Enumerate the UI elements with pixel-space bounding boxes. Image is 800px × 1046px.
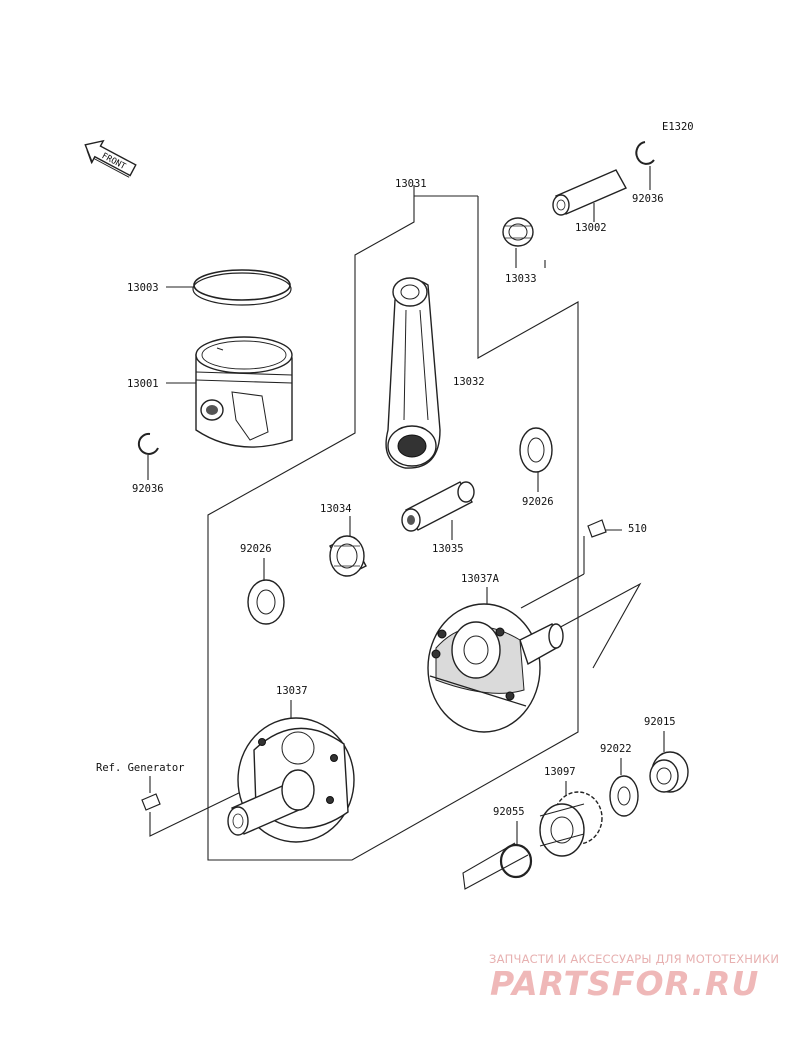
crank-half-right <box>427 603 564 733</box>
piston <box>195 336 293 448</box>
big-end-bearing <box>329 535 367 577</box>
label-13034: 13034 <box>320 503 352 515</box>
washer <box>609 775 639 817</box>
circlip-left <box>137 432 159 455</box>
watermark-tagline: ЗАПЧАСТИ И АКСЕССУАРЫ ДЛЯ МОТОТЕХНИКИ <box>489 952 779 966</box>
label-92026-left: 92026 <box>240 543 272 555</box>
connecting-rod <box>385 277 441 469</box>
diagram-code: E1320 <box>662 121 694 133</box>
circlip-right <box>635 141 655 165</box>
label-13031: 13031 <box>395 178 427 190</box>
label-13003: 13003 <box>127 282 159 294</box>
thrust-washer-left <box>247 579 285 625</box>
label-13033: 13033 <box>505 273 537 285</box>
label-13032: 13032 <box>453 376 485 388</box>
woodruff-key <box>587 519 607 538</box>
label-13001: 13001 <box>127 378 159 390</box>
label-92022: 92022 <box>600 743 632 755</box>
generator-key <box>141 793 161 811</box>
label-92055: 92055 <box>493 806 525 818</box>
label-13002: 13002 <box>575 222 607 234</box>
label-92026-right: 92026 <box>522 496 554 508</box>
label-13035: 13035 <box>432 543 464 555</box>
front-arrow-icon: FRONT <box>84 139 137 178</box>
label-13037: 13037 <box>276 685 308 697</box>
o-ring <box>499 843 533 879</box>
primary-gear <box>539 791 603 857</box>
label-13037A: 13037A <box>461 573 500 585</box>
small-end-bearing <box>502 217 534 247</box>
label-13097: 13097 <box>544 766 576 778</box>
leader-lines <box>147 166 665 890</box>
crank-half-left <box>227 717 355 843</box>
collar <box>649 751 689 793</box>
crank-pin <box>401 481 475 532</box>
label-92036-right: 92036 <box>632 193 664 205</box>
label-92036-left: 92036 <box>132 483 164 495</box>
label-92015: 92015 <box>644 716 676 728</box>
assembly-outline <box>207 185 579 861</box>
ref-generator-label: Ref. Generator <box>96 762 185 774</box>
piston-pin <box>552 169 627 216</box>
watermark-logo: PARTSFOR.RU <box>490 964 759 1003</box>
label-510: 510 <box>628 523 647 535</box>
piston-ring <box>192 269 292 306</box>
thrust-washer-right <box>519 427 553 473</box>
